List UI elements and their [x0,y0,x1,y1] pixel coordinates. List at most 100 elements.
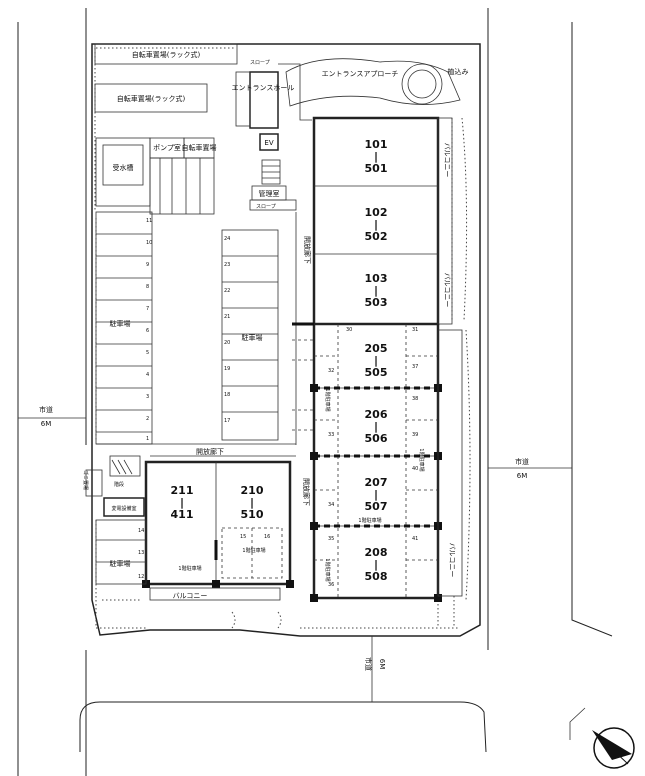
svg-text:3: 3 [146,394,149,400]
svg-text:14: 14 [138,528,144,534]
svg-text:39: 39 [412,432,418,438]
svg-text:18: 18 [224,392,230,398]
unit-206: 206 [365,408,388,421]
svg-text:16: 16 [264,534,270,540]
balcony-right-3: バルコニー [448,543,456,578]
entrance-approach: エントランスアプローチ 植込み [285,58,469,107]
unit-207: 207 [365,476,388,489]
svg-text:41: 41 [412,536,418,542]
svg-text:|: | [374,284,378,297]
site-boundary [91,43,481,637]
electric-room-label: 変電設備室 [111,505,136,512]
svg-text:22: 22 [224,288,230,294]
svg-text:34: 34 [328,502,334,508]
west-road-name: 市道 [39,405,53,414]
parking-center-label: 駐車場 [242,333,263,342]
svg-text:4: 4 [146,372,149,378]
open-corridor-horizontal: 開放廊下 開放廊下 [96,443,311,506]
slope-mid-label: スロープ [256,204,276,210]
unit-506: 506 [365,432,388,445]
svg-text:38: 38 [412,396,418,402]
entrance-approach-label-1: エントランスアプローチ [322,70,399,78]
unit-507: 507 [365,500,388,513]
svg-text:|: | [180,496,184,509]
svg-text:|: | [374,218,378,231]
south-road-width: 6M [378,659,386,670]
open-corridor-h-label: 開放廊下 [196,447,224,456]
svg-text:15: 15 [240,534,246,540]
svg-text:11: 11 [146,218,152,224]
svg-text:10: 10 [146,240,152,246]
unit-505: 505 [365,366,388,379]
stairs-label: 階段 [114,481,124,488]
svg-text:1: 1 [146,436,149,442]
parking-b5-label: 1階駐車場 [178,565,201,572]
unit-211: 211 [171,484,194,497]
svg-text:|: | [374,420,378,433]
water-tank-label: 受水槽 [113,163,134,172]
roads [17,8,613,776]
unit-411: 411 [171,508,194,521]
unit-503: 503 [365,296,388,309]
svg-text:12: 12 [138,574,144,580]
svg-text:|: | [374,488,378,501]
svg-text:40: 40 [412,466,418,472]
parking-left: 駐車場 11 10 9 8 7 6 5 4 3 2 1 [95,211,153,445]
service-block: 階段 ゴミ置場 変電設備室 [82,455,145,517]
parking-b1-label: 1階駐車場 [324,388,331,411]
open-corridor-v2-label: 開放廊下 [302,478,311,506]
svg-text:35: 35 [328,536,334,542]
unit-210: 210 [241,484,264,497]
svg-text:32: 32 [328,368,334,374]
west-road-width: 6M [41,420,52,428]
svg-text:9: 9 [146,262,149,268]
east-road-width: 6M [517,472,528,480]
bike-rack-top: 自転車置場(ラック式) [94,43,238,65]
unit-502: 502 [365,230,388,243]
planting-label: 植込み [448,67,469,76]
unit-205: 205 [365,342,388,355]
svg-text:|: | [250,496,254,509]
garbage-label: ゴミ置場 [82,470,89,490]
parking-bottom: 駐車場 14 13 12 [95,519,147,585]
unit-208: 208 [365,546,388,559]
bike-rack-second: 自転車置場(ラック式) [94,83,208,113]
svg-text:36: 36 [328,582,334,588]
unit-501: 501 [365,162,388,175]
svg-text:19: 19 [224,366,230,372]
parking-center: 駐車場 24 23 22 21 20 19 18 17 [221,229,279,441]
svg-text:23: 23 [224,262,230,268]
svg-text:33: 33 [328,432,334,438]
slope-top-label: スロープ [250,60,270,66]
utility-block: 受水槽 ポンプ室 自転車置場 [95,137,217,215]
open-corridor-upper: 開放廊下 [295,212,312,445]
svg-text:5: 5 [146,350,149,356]
pump-room-label: ポンプ室 [153,143,181,152]
svg-text:20: 20 [224,340,230,346]
balcony-right-1: バルコニー [443,143,451,178]
ev-label: EV [264,139,273,147]
svg-text:6: 6 [146,328,149,334]
bike-rack-2-label: 自転車置場(ラック式) [117,94,186,103]
unit-103: 103 [365,272,388,285]
svg-text:2: 2 [146,416,149,422]
parking-b6-label: 1階駐車場 [242,547,265,554]
balcony-bottom-label: バルコニー [173,592,208,600]
management-room-label: 管理室 [259,189,280,198]
unit-102: 102 [365,206,388,219]
south-road-name: 市道 [364,657,373,671]
svg-text:21: 21 [224,314,230,320]
parking-left-label: 駐車場 [110,319,131,328]
parking-b2-label: 1階駐車場 [418,448,425,471]
building-left: 211 | 411 210 | 510 1階駐車場 1階駐車場 15 16 バル… [142,460,294,601]
svg-text:24: 24 [224,236,230,242]
svg-text:30: 30 [346,327,352,333]
svg-text:7: 7 [146,306,149,312]
svg-text:|: | [374,354,378,367]
svg-text:8: 8 [146,284,149,290]
entrance-hall-label: エントランスホール [232,84,295,92]
road-labels: 市道 6M 市道 6M 市道 6M [18,405,572,702]
bike-parking-label: 自転車置場 [182,143,217,152]
building-right: バルコニー バルコニー 101 | 501 102 | 502 103 | 50… [312,116,453,326]
